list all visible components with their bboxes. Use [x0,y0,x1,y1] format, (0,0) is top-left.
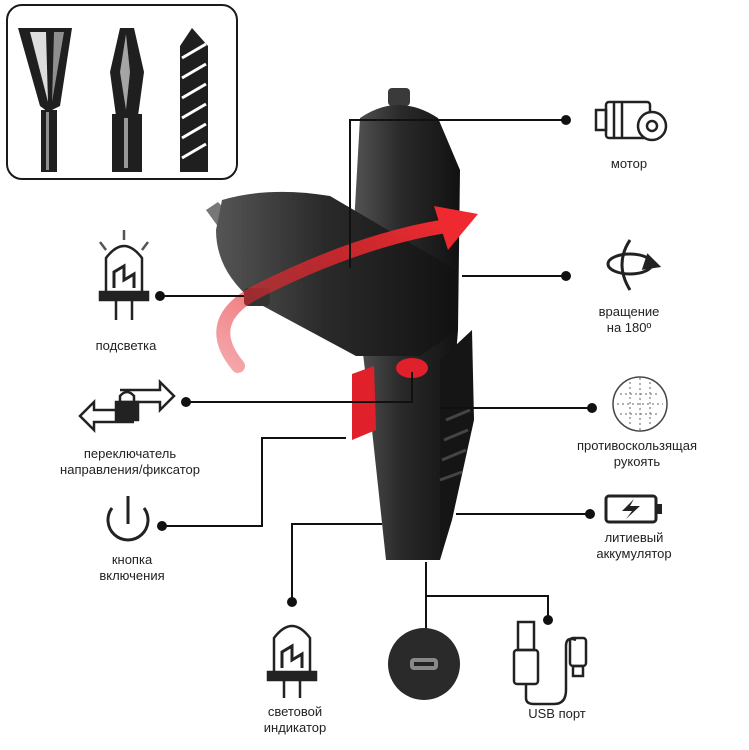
indicator-led-icon [266,624,318,698]
phillips-bit-icon [110,28,144,172]
drill-bit-icon [180,28,208,172]
led-bulb-icon [98,230,150,320]
backlight-label: подсветка [95,338,157,353]
bits-illustration [18,28,208,172]
rotation-arrow [216,206,478,373]
flat-bit-icon [18,28,72,172]
usb-port-label: USB порт [528,706,586,721]
rotate-180-icon [606,239,662,291]
motor-gear-icon [594,100,668,142]
bits-panel [6,4,238,180]
direction-lock-arrows-icon [78,378,176,434]
callout-lines [160,119,592,630]
motor-label: мотор [610,156,648,171]
micro-usb-port-icon [388,628,460,700]
textured-grip-icon [612,376,668,432]
usb-cable-icon [512,620,588,706]
callout-dots [155,115,597,625]
lightning-battery-icon [604,494,662,524]
power-button-icon [106,496,150,542]
